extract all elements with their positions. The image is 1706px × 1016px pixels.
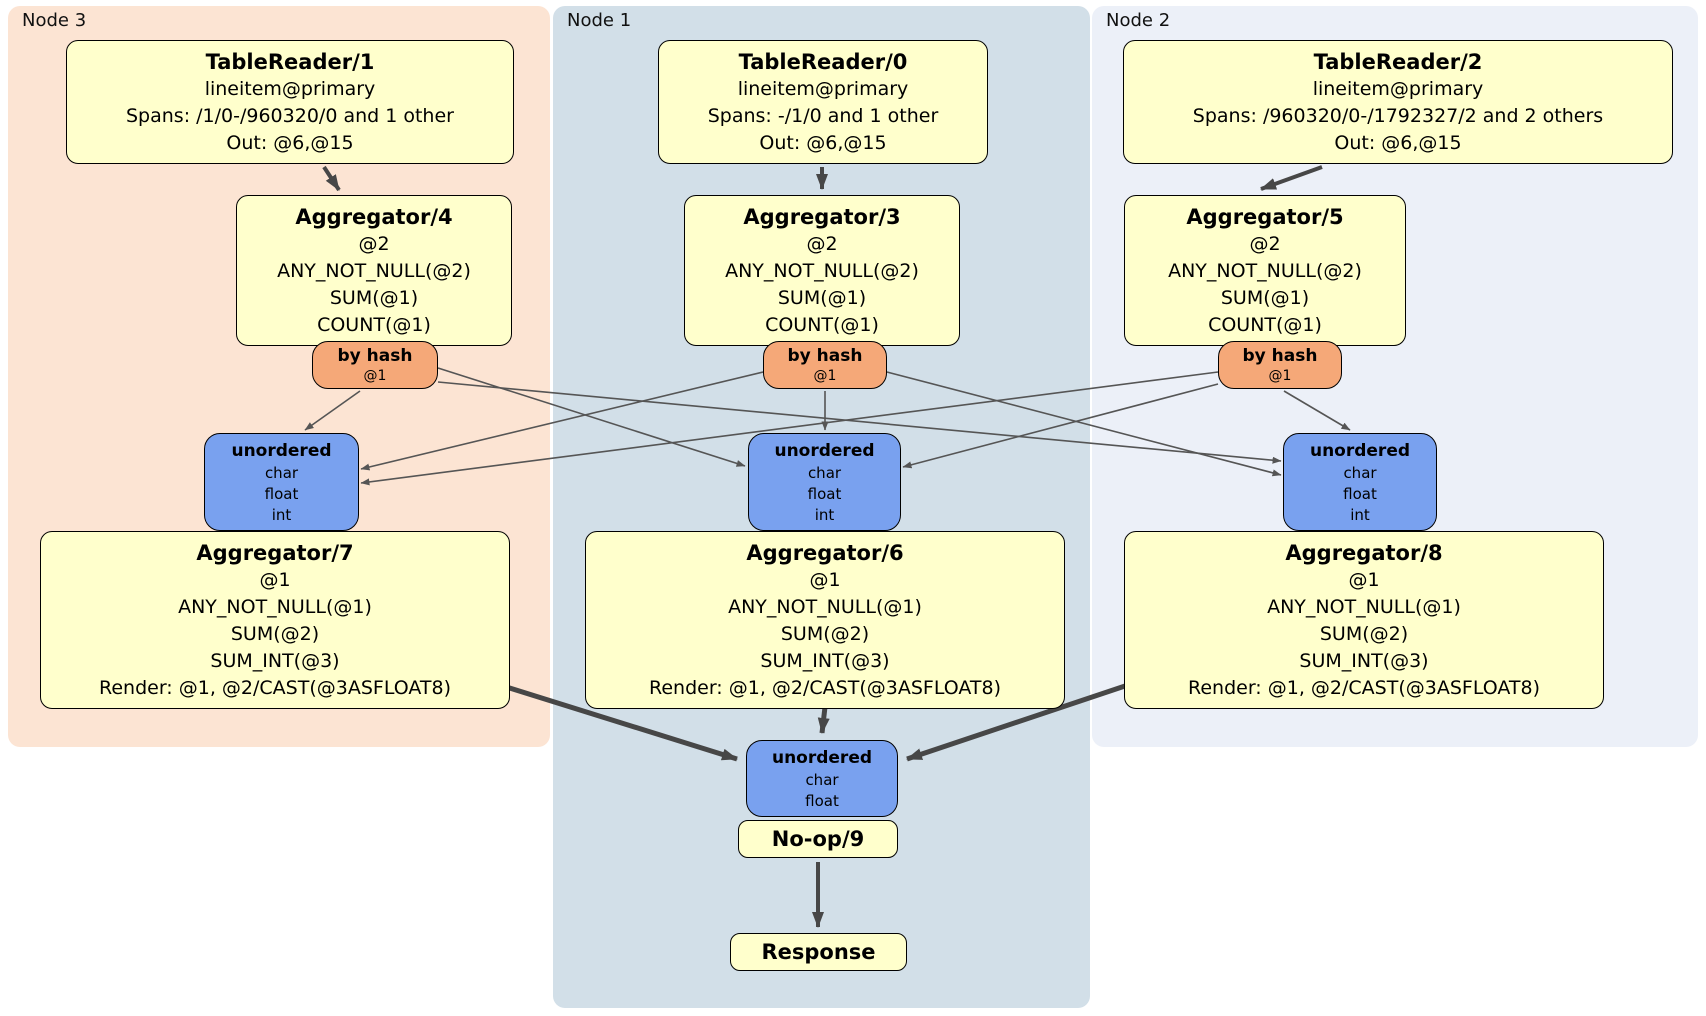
aggregator-4-node: Aggregator/4 @2 ANY_NOT_NULL(@2) SUM(@1)… (236, 195, 512, 346)
edge-hash1-un3 (360, 371, 764, 471)
aggregator-8-node: Aggregator/8 @1 ANY_NOT_NULL(@1) SUM(@2)… (1124, 531, 1604, 709)
edge-tr2-agg5 (1260, 165, 1323, 191)
aggregator-3-node: Aggregator/3 @2 ANY_NOT_NULL(@2) SUM(@1)… (684, 195, 960, 346)
edge-tr1-agg4 (322, 165, 341, 192)
node-title: TableReader/1 (205, 50, 375, 74)
unordered-sync-final: unordered char float (746, 740, 898, 817)
node-title: No-op/9 (771, 827, 865, 851)
edge-hash1-un2 (886, 371, 1282, 477)
sync-title: unordered (774, 441, 875, 461)
edge-hash2-un1 (902, 383, 1219, 469)
sync-title: unordered (771, 748, 873, 768)
node-1-label: Node 1 (567, 10, 632, 31)
node-title: TableReader/0 (738, 50, 908, 74)
edge-hash3-un1 (437, 367, 746, 467)
unordered-sync-node1: unordered char float int (748, 433, 901, 531)
node-title: Response (761, 940, 876, 964)
sync-title: unordered (231, 441, 332, 461)
by-hash-router-node3: by hash @1 (312, 341, 438, 389)
aggregator-5-node: Aggregator/5 @2 ANY_NOT_NULL(@2) SUM(@1)… (1124, 195, 1406, 346)
edge-hash2-un2 (1283, 390, 1351, 431)
tablereader-2-node: TableReader/2 lineitem@primary Spans: /9… (1123, 40, 1673, 164)
edge-agg7-unfinal (499, 682, 738, 762)
edge-agg6-unfinal (817, 706, 830, 734)
router-title: by hash (1242, 346, 1318, 366)
sync-title: unordered (1309, 441, 1411, 461)
no-op-9-node: No-op/9 (738, 820, 898, 858)
node-title: TableReader/2 (1313, 50, 1483, 74)
aggregator-6-node: Aggregator/6 @1 ANY_NOT_NULL(@1) SUM(@2)… (585, 531, 1065, 709)
aggregator-7-node: Aggregator/7 @1 ANY_NOT_NULL(@1) SUM(@2)… (40, 531, 510, 709)
response-node: Response (730, 933, 907, 971)
node-title: Aggregator/4 (295, 205, 453, 229)
node-title: Aggregator/3 (743, 205, 901, 229)
unordered-sync-node3: unordered char float int (204, 433, 359, 531)
node-title: Aggregator/6 (746, 541, 904, 565)
unordered-sync-node2: unordered char float int (1283, 433, 1437, 531)
tablereader-1-node: TableReader/1 lineitem@primary Spans: /1… (66, 40, 514, 164)
edge-agg8-unfinal (906, 682, 1129, 762)
router-title: by hash (337, 346, 413, 366)
edge-hash3-un3 (304, 390, 361, 431)
node-title: Aggregator/8 (1285, 541, 1443, 565)
by-hash-router-node2: by hash @1 (1218, 341, 1342, 389)
by-hash-router-node1: by hash @1 (763, 341, 887, 389)
edge-hash2-un3 (360, 371, 1219, 486)
edge-hash3-un2 (437, 381, 1282, 464)
node-3-label: Node 3 (22, 10, 87, 31)
node-title: Aggregator/7 (196, 541, 354, 565)
node-2-label: Node 2 (1106, 10, 1171, 31)
router-title: by hash (787, 346, 863, 366)
tablereader-0-node: TableReader/0 lineitem@primary Spans: -/… (658, 40, 988, 164)
node-title: Aggregator/5 (1186, 205, 1344, 229)
